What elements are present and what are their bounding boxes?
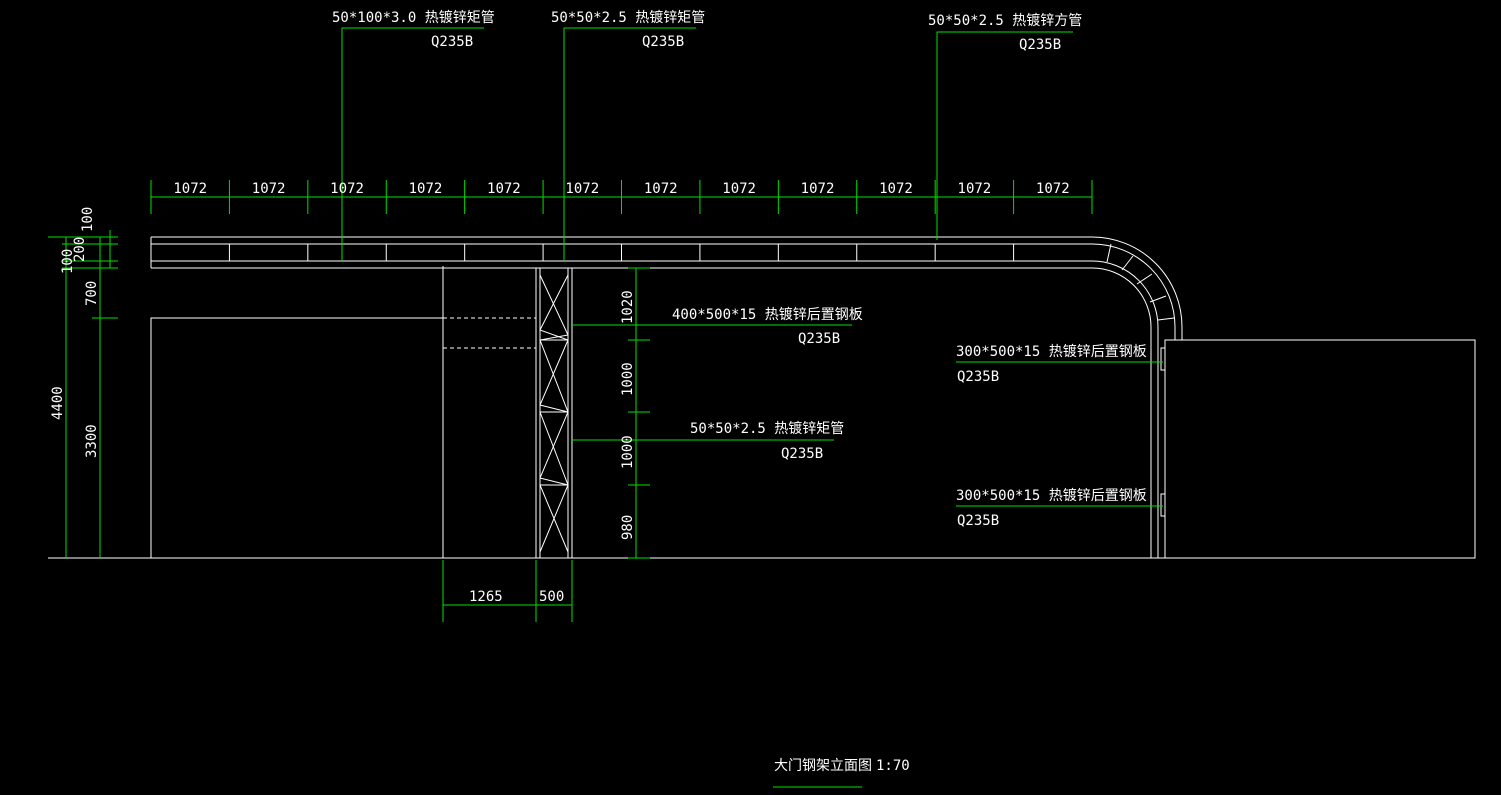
dim-980: 980	[620, 515, 636, 540]
top-dim-text: 1072	[487, 181, 521, 197]
callout-4-spec: 400*500*15 热镀锌后置钢板	[672, 306, 863, 323]
lattice-column	[535, 267, 573, 559]
top-dim-text: 1072	[879, 181, 913, 197]
callout-7-spec: 300*500*15 热镀锌后置钢板	[956, 487, 1147, 504]
dim-1020: 1020	[620, 290, 636, 324]
top-dim-text: 1072	[958, 181, 992, 197]
drawing-scale: 1:70	[876, 758, 910, 774]
top-dim-text: 1072	[644, 181, 678, 197]
callout-5-spec: 50*50*2.5 热镀锌矩管	[690, 420, 844, 437]
left-wall	[150, 317, 444, 559]
top-dim-text: 1072	[722, 181, 756, 197]
callout-2-grade: Q235B	[642, 34, 684, 50]
plate-upper	[1160, 347, 1166, 371]
callout-3-grade: Q235B	[1019, 37, 1061, 53]
dim-200: 200	[72, 237, 88, 262]
callout-4-grade: Q235B	[798, 331, 840, 347]
dimension-lines	[48, 27, 1163, 788]
top-dimension-texts: 1072 1072 1072 1072 1072 1072 1072 1072 1072 1072…	[173, 181, 1069, 197]
dim-100-bottom: 100	[60, 249, 76, 274]
dim-1000-a: 1000	[620, 362, 636, 396]
callout-7-grade: Q235B	[957, 513, 999, 529]
structure	[48, 236, 1476, 559]
callout-5-grade: Q235B	[781, 446, 823, 462]
callout-6-spec: 300*500*15 热镀锌后置钢板	[956, 343, 1147, 360]
top-dim-text: 1072	[801, 181, 835, 197]
callout-2-spec: 50*50*2.5 热镀锌矩管	[551, 9, 705, 26]
plate-lower	[1160, 493, 1166, 517]
beam-inner-bottom	[151, 260, 1159, 340]
callout-1-spec: 50*100*3.0 热镀锌矩管	[332, 9, 495, 26]
top-dim-text: 1072	[1036, 181, 1070, 197]
right-wall	[1164, 339, 1476, 559]
lattice-braces	[539, 274, 569, 553]
callout-3-spec: 50*50*2.5 热镀锌方管	[928, 12, 1082, 29]
top-dim-text: 1072	[330, 181, 364, 197]
top-dim-text: 1072	[409, 181, 443, 197]
dim-500: 500	[539, 589, 564, 605]
top-dim-text: 1072	[173, 181, 207, 197]
beam-outer	[151, 236, 1183, 340]
dim-700: 700	[84, 281, 100, 306]
drawing-title: 大门钢架立面图	[774, 758, 872, 774]
dim-3300: 3300	[84, 424, 100, 458]
beam-inner-top	[151, 243, 1176, 340]
callout-6-grade: Q235B	[957, 369, 999, 385]
dim-4400: 4400	[50, 386, 66, 420]
dim-100-top: 100	[80, 207, 96, 232]
beam-bottom	[151, 267, 1152, 558]
callout-1-grade: Q235B	[431, 34, 473, 50]
beam-verticals	[228, 244, 1015, 261]
top-dim-text: 1072	[565, 181, 599, 197]
top-dim-text: 1072	[252, 181, 286, 197]
dim-1000-b: 1000	[620, 435, 636, 469]
lattice-column-inner	[539, 267, 569, 559]
dim-1265: 1265	[469, 589, 503, 605]
curve-radials	[1106, 243, 1175, 321]
